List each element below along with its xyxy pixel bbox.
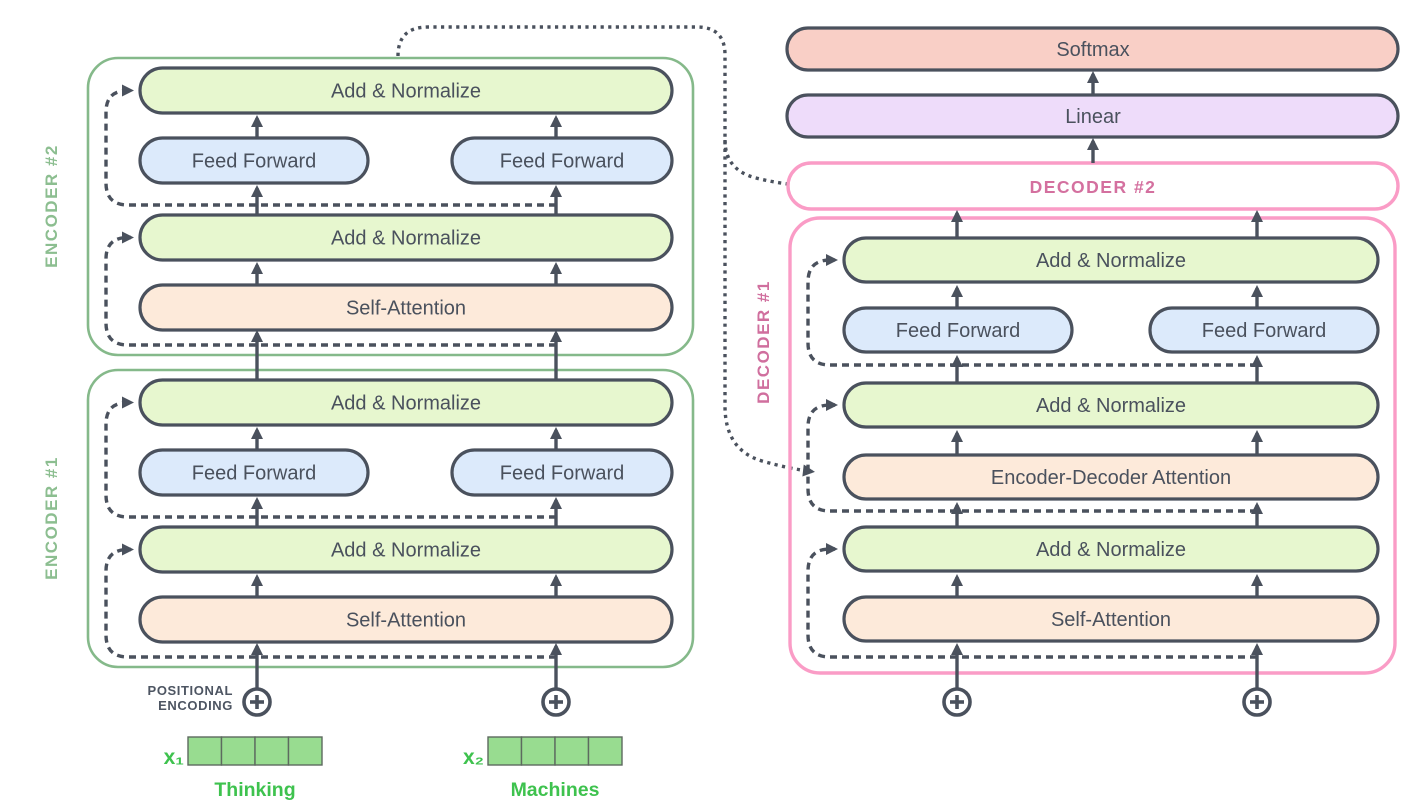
decoder-1-residual-encdec [806,399,1257,513]
self-attention-block [842,595,1380,643]
encoder-1-residual-ff [104,396,556,519]
add-normalize-text: Add & Normalize [331,81,481,103]
embedding-vector [187,736,323,766]
encoder-2-residual-sa [104,231,556,347]
add-normalize-block [842,525,1380,573]
positional-encoding-plus-icon [1242,687,1272,717]
add-normalize-text: Add & Normalize [331,540,481,562]
embedding-vector [487,736,623,766]
encoder-2-box [86,56,695,357]
feed-forward-text: Feed Forward [896,320,1021,342]
encoder-output-branch-decoder2 [723,139,809,192]
feed-forward-block [842,306,1074,354]
encoder-decoder-attention-text: Encoder-Decoder Attention [991,467,1231,489]
add-normalize-text: Add & Normalize [1036,539,1186,561]
feed-forward-block [450,448,674,497]
feed-forward-block [138,448,370,497]
positional-encoding-label-line2: ENCODING [158,698,233,713]
positional-encoding-label-line1: POSITIONAL [148,683,233,698]
feed-forward-text: Feed Forward [500,463,625,485]
self-attention-block [138,595,674,644]
add-normalize-block [138,525,674,574]
decoder-1-label: DECODER #1 [754,280,773,404]
softmax-text: Softmax [1056,39,1129,61]
positional-encoding-plus-icon [242,687,272,717]
add-normalize-block [842,236,1380,284]
linear-text: Linear [1065,106,1121,128]
decoder-1-residual-sa [806,543,1257,659]
positional-encoding-plus-icon [541,687,571,717]
add-normalize-block [138,213,674,262]
embedding-x2: x₂ Machines [463,736,623,801]
add-normalize-text: Add & Normalize [331,228,481,250]
self-attention-text: Self-Attention [346,298,466,320]
feed-forward-text: Feed Forward [192,151,317,173]
encoder-1-residual-sa [104,543,556,659]
x2-label: x₂ [463,746,484,769]
decoder-1: DECODER #1 Add & Normalize Feed Forward … [754,216,1397,675]
encoder-1-box [86,368,695,669]
add-normalize-block [138,378,674,427]
encoder-2-residual-ff [104,84,556,207]
decoder-2-label: DECODER #2 [1030,177,1157,197]
feed-forward-block [1148,306,1380,354]
feed-forward-block [450,136,674,185]
add-normalize-text: Add & Normalize [1036,395,1186,417]
input-word: Thinking [214,779,295,801]
encoder-2-label: ENCODER #2 [42,144,61,268]
encoder-2: ENCODER #2 Add & Normalize Feed Forward … [42,56,695,357]
self-attention-block [138,283,674,332]
encoder-decoder-attention-block [842,453,1380,501]
self-attention-text: Self-Attention [346,610,466,632]
encoder-1-label: ENCODER #1 [42,456,61,580]
feed-forward-text: Feed Forward [192,463,317,485]
input-word: Machines [511,779,600,801]
feed-forward-block [138,136,370,185]
add-normalize-block [138,66,674,115]
add-normalize-text: Add & Normalize [1036,250,1186,272]
decoder-1-residual-ff [806,254,1257,367]
self-attention-text: Self-Attention [1051,609,1171,631]
decoder-1-box [788,216,1397,675]
feed-forward-text: Feed Forward [500,151,625,173]
feed-forward-text: Feed Forward [1202,320,1327,342]
x1-label: x₁ [164,746,184,769]
encoder-1: ENCODER #1 Add & Normalize Feed Forward … [42,368,695,669]
softmax-block [785,26,1400,72]
add-normalize-block [842,381,1380,429]
add-normalize-text: Add & Normalize [331,393,481,415]
positional-encoding-plus-icon [942,687,972,717]
embedding-x1: x₁ Thinking [164,736,323,801]
